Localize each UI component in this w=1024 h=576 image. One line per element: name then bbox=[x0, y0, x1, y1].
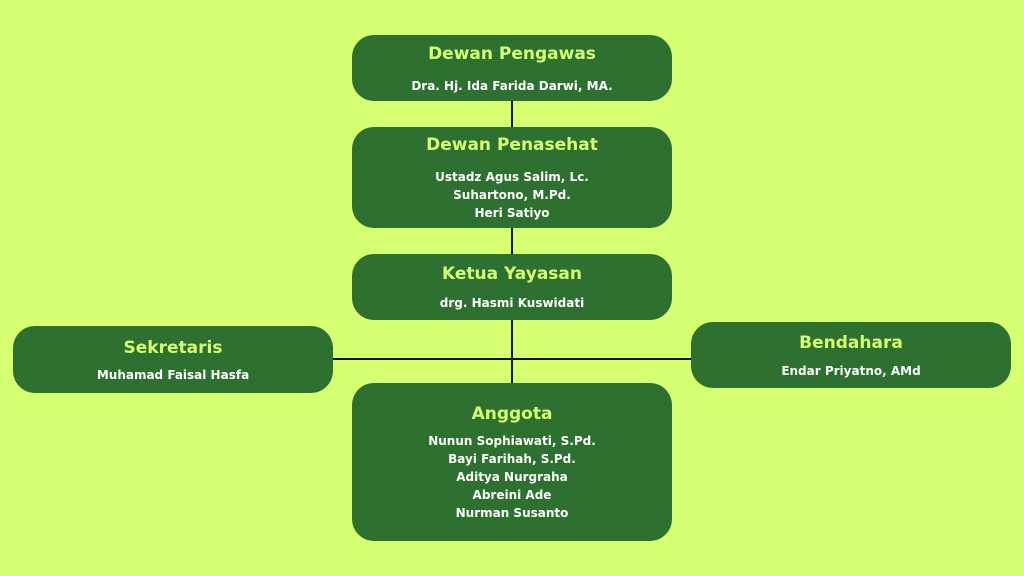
box-title: Dewan Penasehat bbox=[426, 135, 598, 155]
member-name: Suhartono, M.Pd. bbox=[453, 188, 571, 202]
member-name: Dra. Hj. Ida Farida Darwi, MA. bbox=[411, 79, 613, 93]
member-name: Muhamad Faisal Hasfa bbox=[96, 368, 250, 382]
box-title: Ketua Yayasan bbox=[442, 264, 582, 284]
member-name: Abreini Ade bbox=[472, 488, 552, 502]
box-sekretaris: Sekretaris Muhamad Faisal Hasfa bbox=[13, 326, 333, 393]
box-dewan-pengawas: Dewan Pengawas Dra. Hj. Ida Farida Darwi… bbox=[352, 35, 672, 101]
member-list: Endar Priyatno, AMd bbox=[691, 362, 1011, 380]
vertical-connector bbox=[511, 100, 513, 384]
box-anggota: Anggota Nunun Sophiawati, S.Pd. Bayi Far… bbox=[352, 383, 672, 541]
member-name: Nunun Sophiawati, S.Pd. bbox=[428, 434, 596, 448]
box-title: Sekretaris bbox=[123, 338, 223, 358]
box-title: Bendahara bbox=[799, 333, 903, 353]
member-list: Nunun Sophiawati, S.Pd. Bayi Farihah, S.… bbox=[352, 432, 672, 522]
member-name: Endar Priyatno, AMd bbox=[781, 364, 921, 378]
member-list: drg. Hasmi Kuswidati bbox=[352, 294, 672, 312]
member-name: drg. Hasmi Kuswidati bbox=[439, 296, 585, 310]
member-name: Ustadz Agus Salim, Lc. bbox=[435, 170, 589, 184]
box-bendahara: Bendahara Endar Priyatno, AMd bbox=[691, 322, 1011, 388]
member-name: Bayi Farihah, S.Pd. bbox=[448, 452, 576, 466]
box-ketua-yayasan: Ketua Yayasan drg. Hasmi Kuswidati bbox=[352, 254, 672, 320]
member-name: Nurman Susanto bbox=[455, 506, 569, 520]
member-list: Dra. Hj. Ida Farida Darwi, MA. bbox=[352, 77, 672, 95]
box-title: Anggota bbox=[471, 404, 553, 424]
member-name: Aditya Nurgraha bbox=[456, 470, 568, 484]
horizontal-connector bbox=[332, 358, 692, 360]
member-name: Heri Satiyo bbox=[474, 206, 550, 220]
member-list: Muhamad Faisal Hasfa bbox=[13, 366, 333, 384]
box-title: Dewan Pengawas bbox=[428, 44, 596, 64]
member-list: Ustadz Agus Salim, Lc. Suhartono, M.Pd. … bbox=[352, 168, 672, 222]
box-dewan-penasehat: Dewan Penasehat Ustadz Agus Salim, Lc. S… bbox=[352, 127, 672, 228]
